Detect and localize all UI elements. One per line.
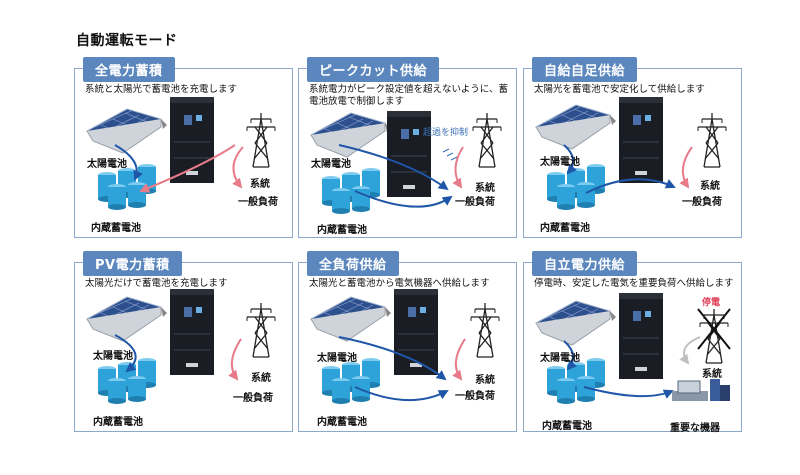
panel-title: 自給自足供給 <box>532 57 638 82</box>
mode-diagram <box>310 111 502 214</box>
panel-description: 太陽光と蓄電池から電気機器へ供給します <box>309 278 490 289</box>
mode-panel-self-sufficient: 自給自足供給 太陽光を蓄電池で安定化して供給します 太陽電池 系統 一般負荷 内… <box>523 57 742 238</box>
peak-suppress-note: 超過を抑制 <box>423 128 469 138</box>
battery-label: 内蔵蓄電池 <box>542 421 592 432</box>
load-label: 一般負荷 <box>682 197 722 208</box>
outage-label: 停電 <box>702 298 721 308</box>
mode-panel-autonomous: 自立電力供給 停電時、安定した電気を重要負荷へ供給します 停電 太陽電池 系統 … <box>523 251 742 434</box>
mode-diagram <box>310 289 500 404</box>
panel-title: 全負荷供給 <box>307 251 399 276</box>
panel-description: 系統と太陽光で蓄電池を充電します <box>85 84 238 95</box>
mode-panel-pv-storage: PV電力蓄積 太陽光だけで蓄電池を充電します 太陽電池 系統 一般負荷 内蔵蓄電… <box>74 251 293 432</box>
solar-label: 太陽電池 <box>311 159 351 170</box>
solar-label: 太陽電池 <box>93 351 133 362</box>
panel-title: PV電力蓄積 <box>83 251 182 276</box>
load-label: 一般負荷 <box>238 197 278 208</box>
important-equipment-icon <box>672 379 730 401</box>
mode-panel-full-storage: 全電力蓄積 系統と太陽光で蓄電池を充電します 太陽電池 系統 一般負荷 内蔵蓄電… <box>74 57 293 238</box>
grid-label: 系統 <box>251 373 271 384</box>
grid-label: 系統 <box>702 369 722 380</box>
page-title: 自動運転モード <box>76 33 178 49</box>
solar-label: 太陽電池 <box>540 157 580 168</box>
mode-diagram <box>86 289 276 404</box>
battery-label: 内蔵蓄電池 <box>93 417 143 428</box>
load-label: 一般負荷 <box>455 197 495 208</box>
solar-label: 太陽電池 <box>317 353 357 364</box>
load-label: 一般負荷 <box>233 393 273 404</box>
important-load-label: 重要な機器 <box>670 423 720 434</box>
battery-label: 内蔵蓄電池 <box>317 225 367 236</box>
panel-title: ピークカット供給 <box>307 57 440 82</box>
mode-diagram <box>535 293 731 404</box>
mode-panel-peak-cut: ピークカット供給 系統電力がピーク設定値を超えないように、蓄電池放電で制御します… <box>298 57 517 238</box>
panel-description: 太陽光を蓄電池で安定化して供給します <box>534 84 705 95</box>
panel-description: 太陽光だけで蓄電池を充電します <box>85 278 228 289</box>
battery-label: 内蔵蓄電池 <box>91 223 141 234</box>
panel-title: 全電力蓄積 <box>83 57 175 82</box>
solar-label: 太陽電池 <box>87 159 127 170</box>
panel-description: 停電時、安定した電気を重要負荷へ供給します <box>534 278 734 289</box>
mode-diagram <box>535 97 727 210</box>
battery-label: 内蔵蓄電池 <box>317 417 367 428</box>
battery-label: 内蔵蓄電池 <box>540 223 590 234</box>
grid-label: 系統 <box>475 183 495 194</box>
grid-label: 系統 <box>250 179 270 190</box>
mode-diagram <box>86 97 276 210</box>
load-label: 一般負荷 <box>455 391 495 402</box>
solar-label: 太陽電池 <box>540 353 580 364</box>
panel-description: 系統電力がピーク設定値を超えないように、蓄電池放電で制御します <box>309 84 509 107</box>
grid-label: 系統 <box>475 375 495 386</box>
grid-label: 系統 <box>700 181 720 192</box>
panel-title: 自立電力供給 <box>532 251 638 276</box>
mode-panel-full-load: 全負荷供給 太陽光と蓄電池から電気機器へ供給します 太陽電池 系統 一般負荷 内… <box>298 251 517 432</box>
